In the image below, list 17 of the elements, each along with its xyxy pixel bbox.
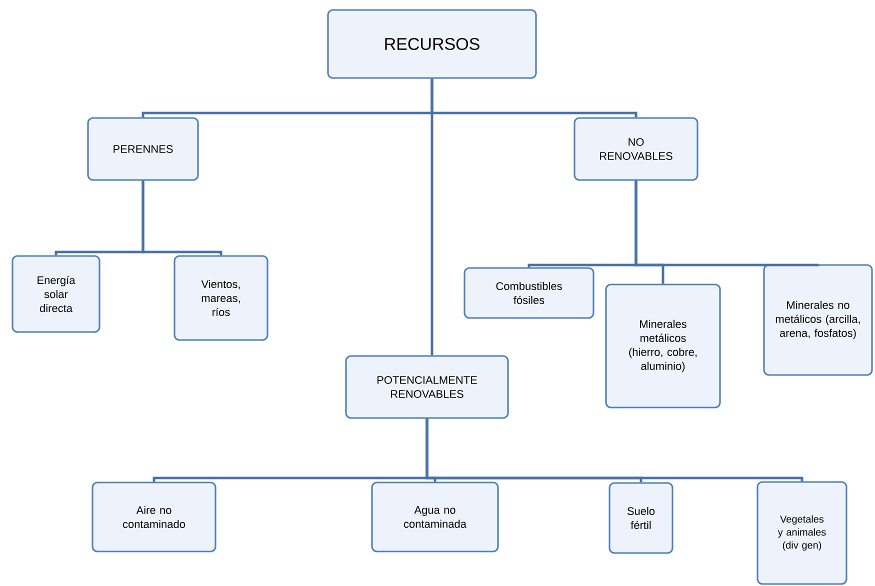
category-box: Vientos, mareas, ríos [174,255,268,341]
title-box: RECURSOS [327,9,537,79]
connector [142,180,222,256]
category-box: NO RENOVABLES [574,117,698,181]
category-box: Energía solar directa [12,255,100,333]
category-box: Minerales no metálicos (arcilla, arena, fosfatos) [763,264,873,376]
category-box: PERENNES [87,117,199,181]
category-box: Combustibles fósiles [464,267,594,319]
category-box: Minerales metálicos (hierro, cobre, aluminio) [605,284,721,408]
connector [430,78,434,356]
category-box: POTENCIALMENTE RENOVABLES [345,355,509,419]
connector [634,180,820,266]
category-box: Agua no contaminada [371,482,499,552]
category-box: Vegetales y animales (div gen) [756,481,848,585]
category-box: Aire no contaminado [92,482,216,552]
category-box: Suelo fértil [608,482,674,554]
connector [426,418,804,482]
